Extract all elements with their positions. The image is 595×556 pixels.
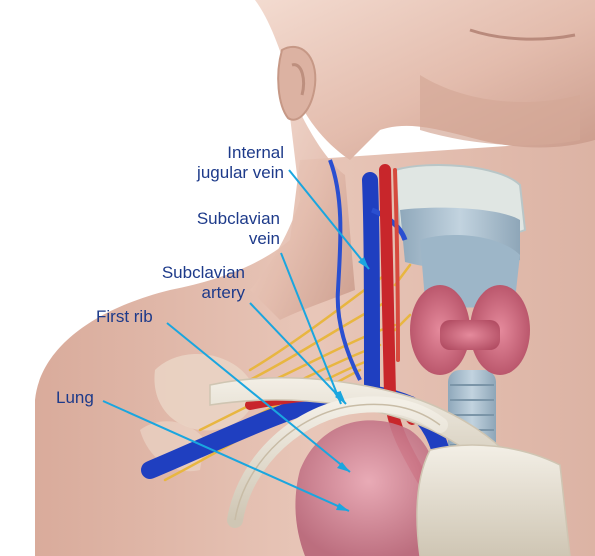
label-first-rib: First rib (96, 307, 153, 327)
label-subclavian-vein-line1: Subclavian (160, 209, 280, 229)
sternum (417, 445, 570, 556)
label-internal-jugular-line1: Internal (150, 143, 284, 163)
label-subclavian-vein: Subclavian vein (160, 209, 280, 249)
label-subclavian-artery: Subclavian artery (130, 263, 245, 303)
label-subclavian-vein-line2: vein (160, 229, 280, 249)
label-internal-jugular-line2: jugular vein (150, 163, 284, 183)
label-subclavian-artery-line1: Subclavian (130, 263, 245, 283)
label-lung: Lung (56, 388, 94, 408)
label-subclavian-artery-line2: artery (130, 283, 245, 303)
label-internal-jugular-vein: Internal jugular vein (150, 143, 284, 183)
